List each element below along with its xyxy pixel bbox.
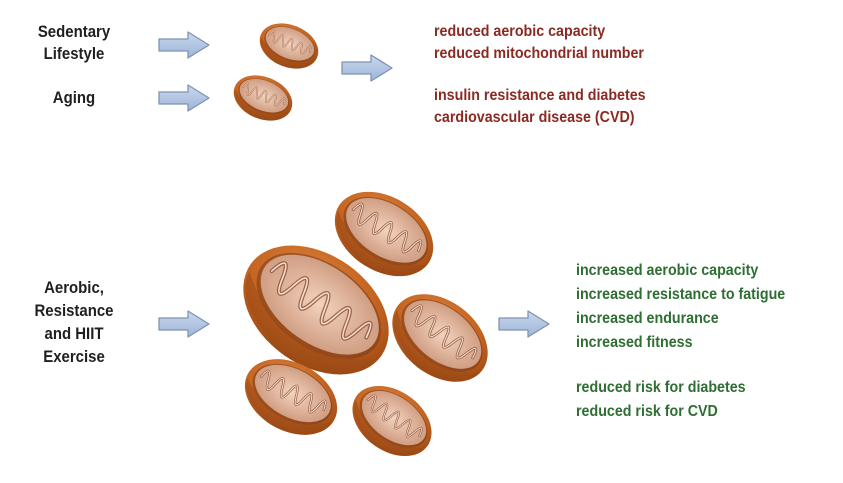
effect-item: insulin resistance and diabetes [434, 85, 646, 107]
positive-effects: increased aerobic capacity increased res… [576, 259, 785, 424]
cause-aging: Aging [21, 87, 127, 109]
cause-line: Exercise [21, 345, 127, 368]
arrow-right-icon [158, 310, 210, 338]
arrow-right-icon [158, 84, 210, 112]
effect-item: increased fitness [576, 331, 785, 355]
effect-item: increased aerobic capacity [576, 259, 785, 283]
mitochondrion-icon [252, 14, 326, 78]
effect-item: increased endurance [576, 307, 785, 331]
arrow-right-icon [498, 310, 550, 338]
cause-exercise: Aerobic, Resistance and HIIT Exercise [21, 276, 127, 368]
effect-item: reduced aerobic capacity [434, 21, 646, 43]
cause-sedentary-lifestyle: Sedentary Lifestyle [21, 21, 127, 65]
effect-item: cardiovascular disease (CVD) [434, 107, 646, 129]
cause-line: Aging [21, 87, 127, 109]
effect-item: reduced risk for CVD [576, 400, 785, 424]
cause-line: Resistance [21, 299, 127, 322]
cause-line: Sedentary [21, 21, 127, 43]
spacer [576, 355, 785, 376]
cause-line: Lifestyle [21, 43, 127, 65]
spacer [434, 65, 646, 85]
arrow-right-icon [341, 54, 393, 82]
effect-item: increased resistance to fatigue [576, 283, 785, 307]
cause-line: Aerobic, [21, 276, 127, 299]
cause-line: and HIIT [21, 322, 127, 345]
negative-effects: reduced aerobic capacity reduced mitocho… [434, 21, 646, 129]
effect-item: reduced risk for diabetes [576, 376, 785, 400]
effect-item: reduced mitochondrial number [434, 43, 646, 65]
arrow-right-icon [158, 31, 210, 59]
mitochondrion-icon [226, 66, 300, 130]
